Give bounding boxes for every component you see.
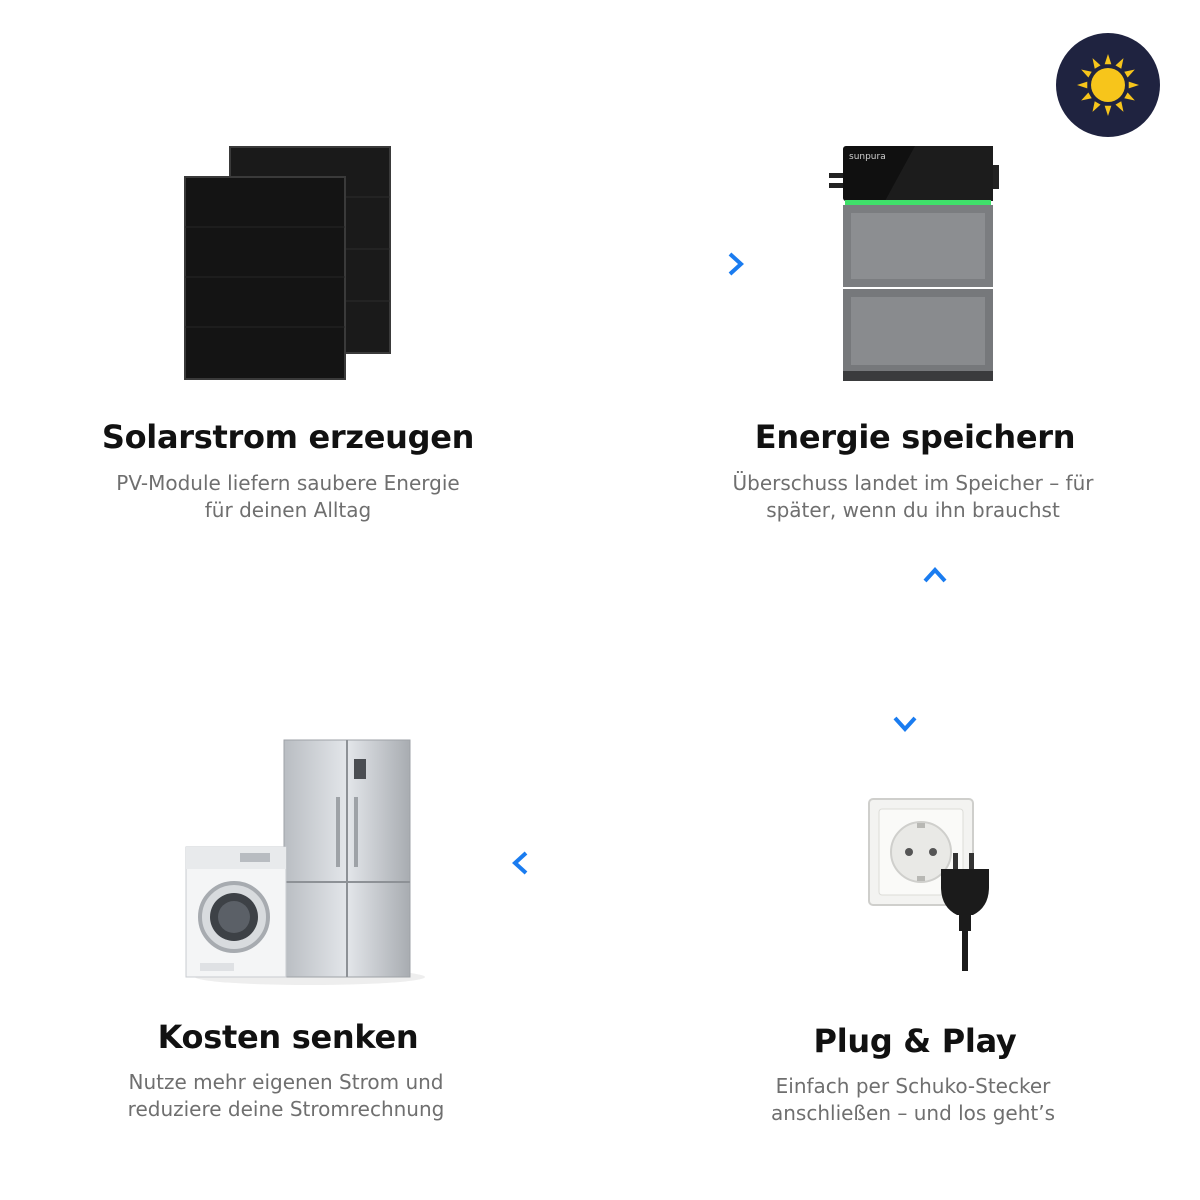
desc-line: reduziere deine Stromrechnung: [127, 1097, 445, 1121]
appliances-icon: [185, 739, 425, 985]
sun-ray: [1104, 54, 1112, 65]
step-title-solar: Solarstrom erzeugen: [101, 418, 475, 456]
arrow-down-icon: [893, 568, 917, 732]
step-title-storage: Energie speichern: [754, 418, 1076, 456]
step-desc-solar: PV-Module liefern saubere Energie für de…: [58, 470, 518, 524]
desc-line: später, wenn du ihn brauchst: [766, 498, 1060, 522]
sun-ray: [1081, 69, 1092, 78]
arrow-up-icon: [923, 567, 947, 732]
brand-label: sunpura: [849, 152, 886, 162]
sun-ray: [1128, 81, 1139, 89]
arrow-right-icon: [513, 252, 744, 276]
desc-line: Einfach per Schuko-Stecker: [775, 1074, 1051, 1098]
step-title-costs: Kosten senken: [157, 1018, 419, 1056]
step-desc-costs: Nutze mehr eigenen Strom und reduziere d…: [56, 1069, 516, 1123]
sun-ray: [1092, 58, 1101, 69]
step-desc-plug: Einfach per Schuko-Stecker anschließen –…: [683, 1073, 1143, 1127]
sun-ray: [1115, 58, 1124, 69]
arrow-left-icon: [512, 851, 743, 875]
desc-line: anschließen – und los geht’s: [770, 1101, 1055, 1125]
sun-ray: [1124, 69, 1135, 78]
step-title-plug: Plug & Play: [813, 1022, 1017, 1060]
desc-line: Nutze mehr eigenen Strom und: [128, 1070, 444, 1094]
sun-icon: [1077, 54, 1139, 116]
sun-ray: [1124, 92, 1135, 101]
sun-badge: [1056, 33, 1160, 137]
sun-ray: [1092, 101, 1101, 112]
sun-ray: [1115, 101, 1124, 112]
desc-line: Überschuss landet im Speicher – für: [732, 471, 1094, 495]
socket-plug-icon: [868, 798, 989, 971]
solar-panels-icon: [184, 146, 391, 380]
sun-ray: [1081, 92, 1092, 101]
desc-line: für deinen Alltag: [204, 498, 372, 522]
desc-line: PV-Module liefern saubere Energie: [116, 471, 460, 495]
step-desc-storage: Überschuss landet im Speicher – für spät…: [683, 470, 1143, 524]
battery-storage-icon: sunpura: [829, 146, 999, 381]
sun-ray: [1077, 81, 1088, 89]
sun-ray: [1104, 105, 1112, 116]
